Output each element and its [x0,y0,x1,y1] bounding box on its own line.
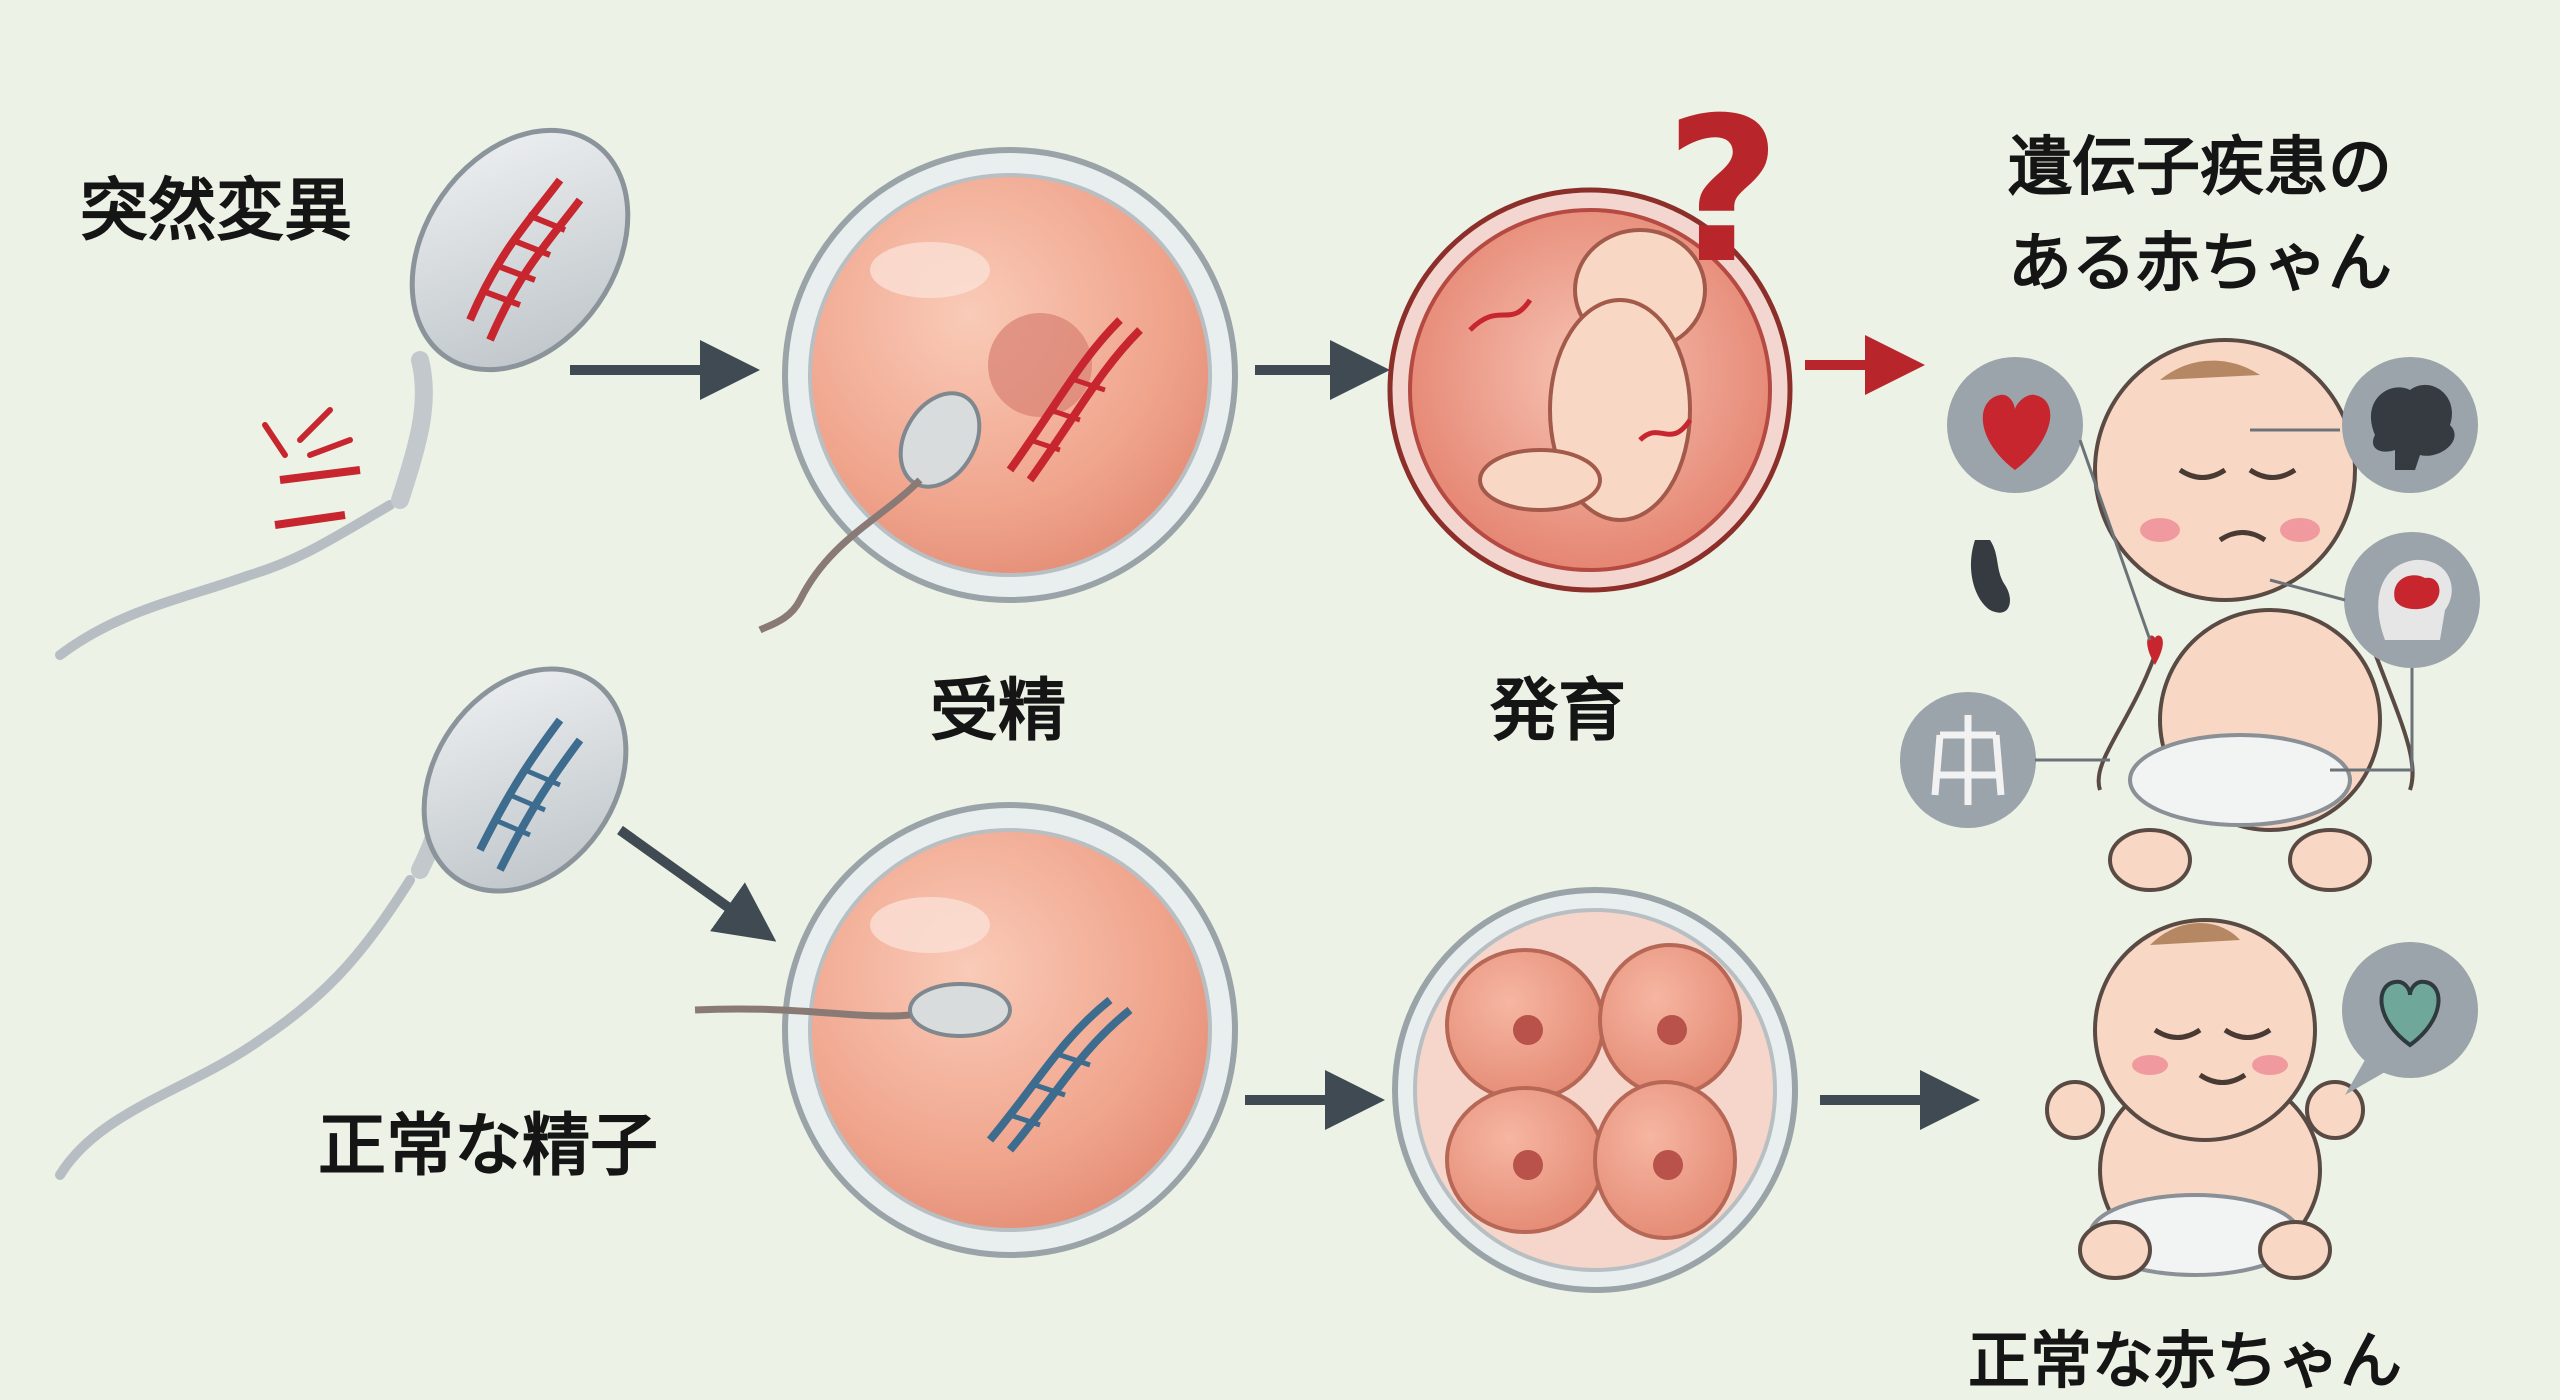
skeleton-icon [1900,692,2036,828]
fertilization-label: 受精 [930,672,1067,751]
dividing-embryo [1392,887,1798,1293]
developing-fetus [1387,187,1793,593]
arrow-to-fertilization-bottom [617,825,777,942]
normal-baby [2045,918,2365,1280]
disease-baby-label-line2: ある赤ちゃん [2008,227,2392,301]
heart-organ-icon [1947,357,2083,493]
brain-icon [2342,357,2478,493]
disease-baby [2093,338,2415,892]
mutated-sperm [55,127,631,660]
fertilized-egg-mutated [758,147,1238,634]
disease-baby-label: 遺伝子疾患の ある赤ちゃん [1930,120,2470,312]
disease-baby-label-line1: 遺伝子疾患の [2008,131,2392,205]
mutation-label: 突然変異 [80,172,353,251]
development-label: 発育 [1490,672,1627,751]
head-brain-icon [2344,532,2480,668]
stomach-icon [1970,540,2010,613]
question-mark: ? [1665,75,1781,308]
normal-sperm [55,666,629,1180]
organ-connectors [2035,428,2414,772]
heart-speech-icon [2342,942,2478,1095]
normal-baby-label: 正常な赤ちゃん [1968,1324,2403,1397]
normal-sperm-label: 正常な精子 [318,1107,659,1186]
fertilized-egg-normal [694,802,1238,1258]
